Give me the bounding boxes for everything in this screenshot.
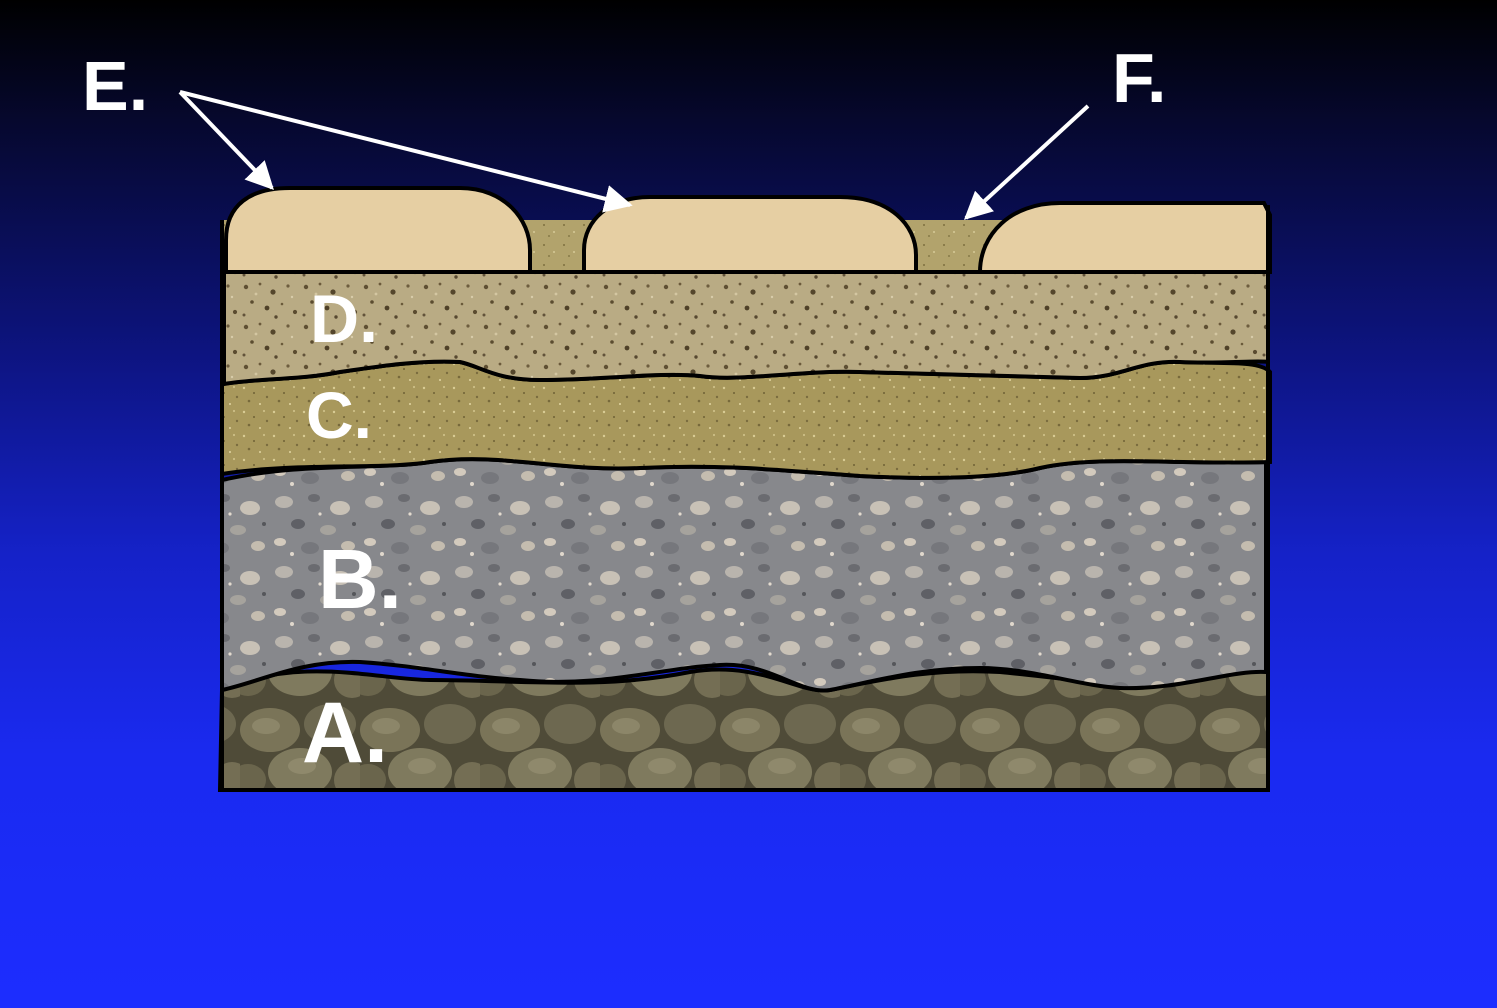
- label-c: C.: [306, 378, 372, 452]
- paver-block-3: [977, 201, 1272, 274]
- label-d: D.: [310, 281, 378, 357]
- arrow-e-to-paver-1: [178, 90, 274, 191]
- paver-block-1: [224, 186, 532, 274]
- label-a: A.: [302, 685, 388, 781]
- label-e: E.: [82, 47, 148, 125]
- paver-block-2: [582, 195, 918, 274]
- layer-d-cement-sand: [222, 270, 1270, 387]
- label-f: F.: [1112, 39, 1166, 117]
- arrow-f-to-joint: [963, 104, 1090, 220]
- arrow-e-to-paver-2: [179, 90, 633, 213]
- label-b: B.: [318, 532, 402, 626]
